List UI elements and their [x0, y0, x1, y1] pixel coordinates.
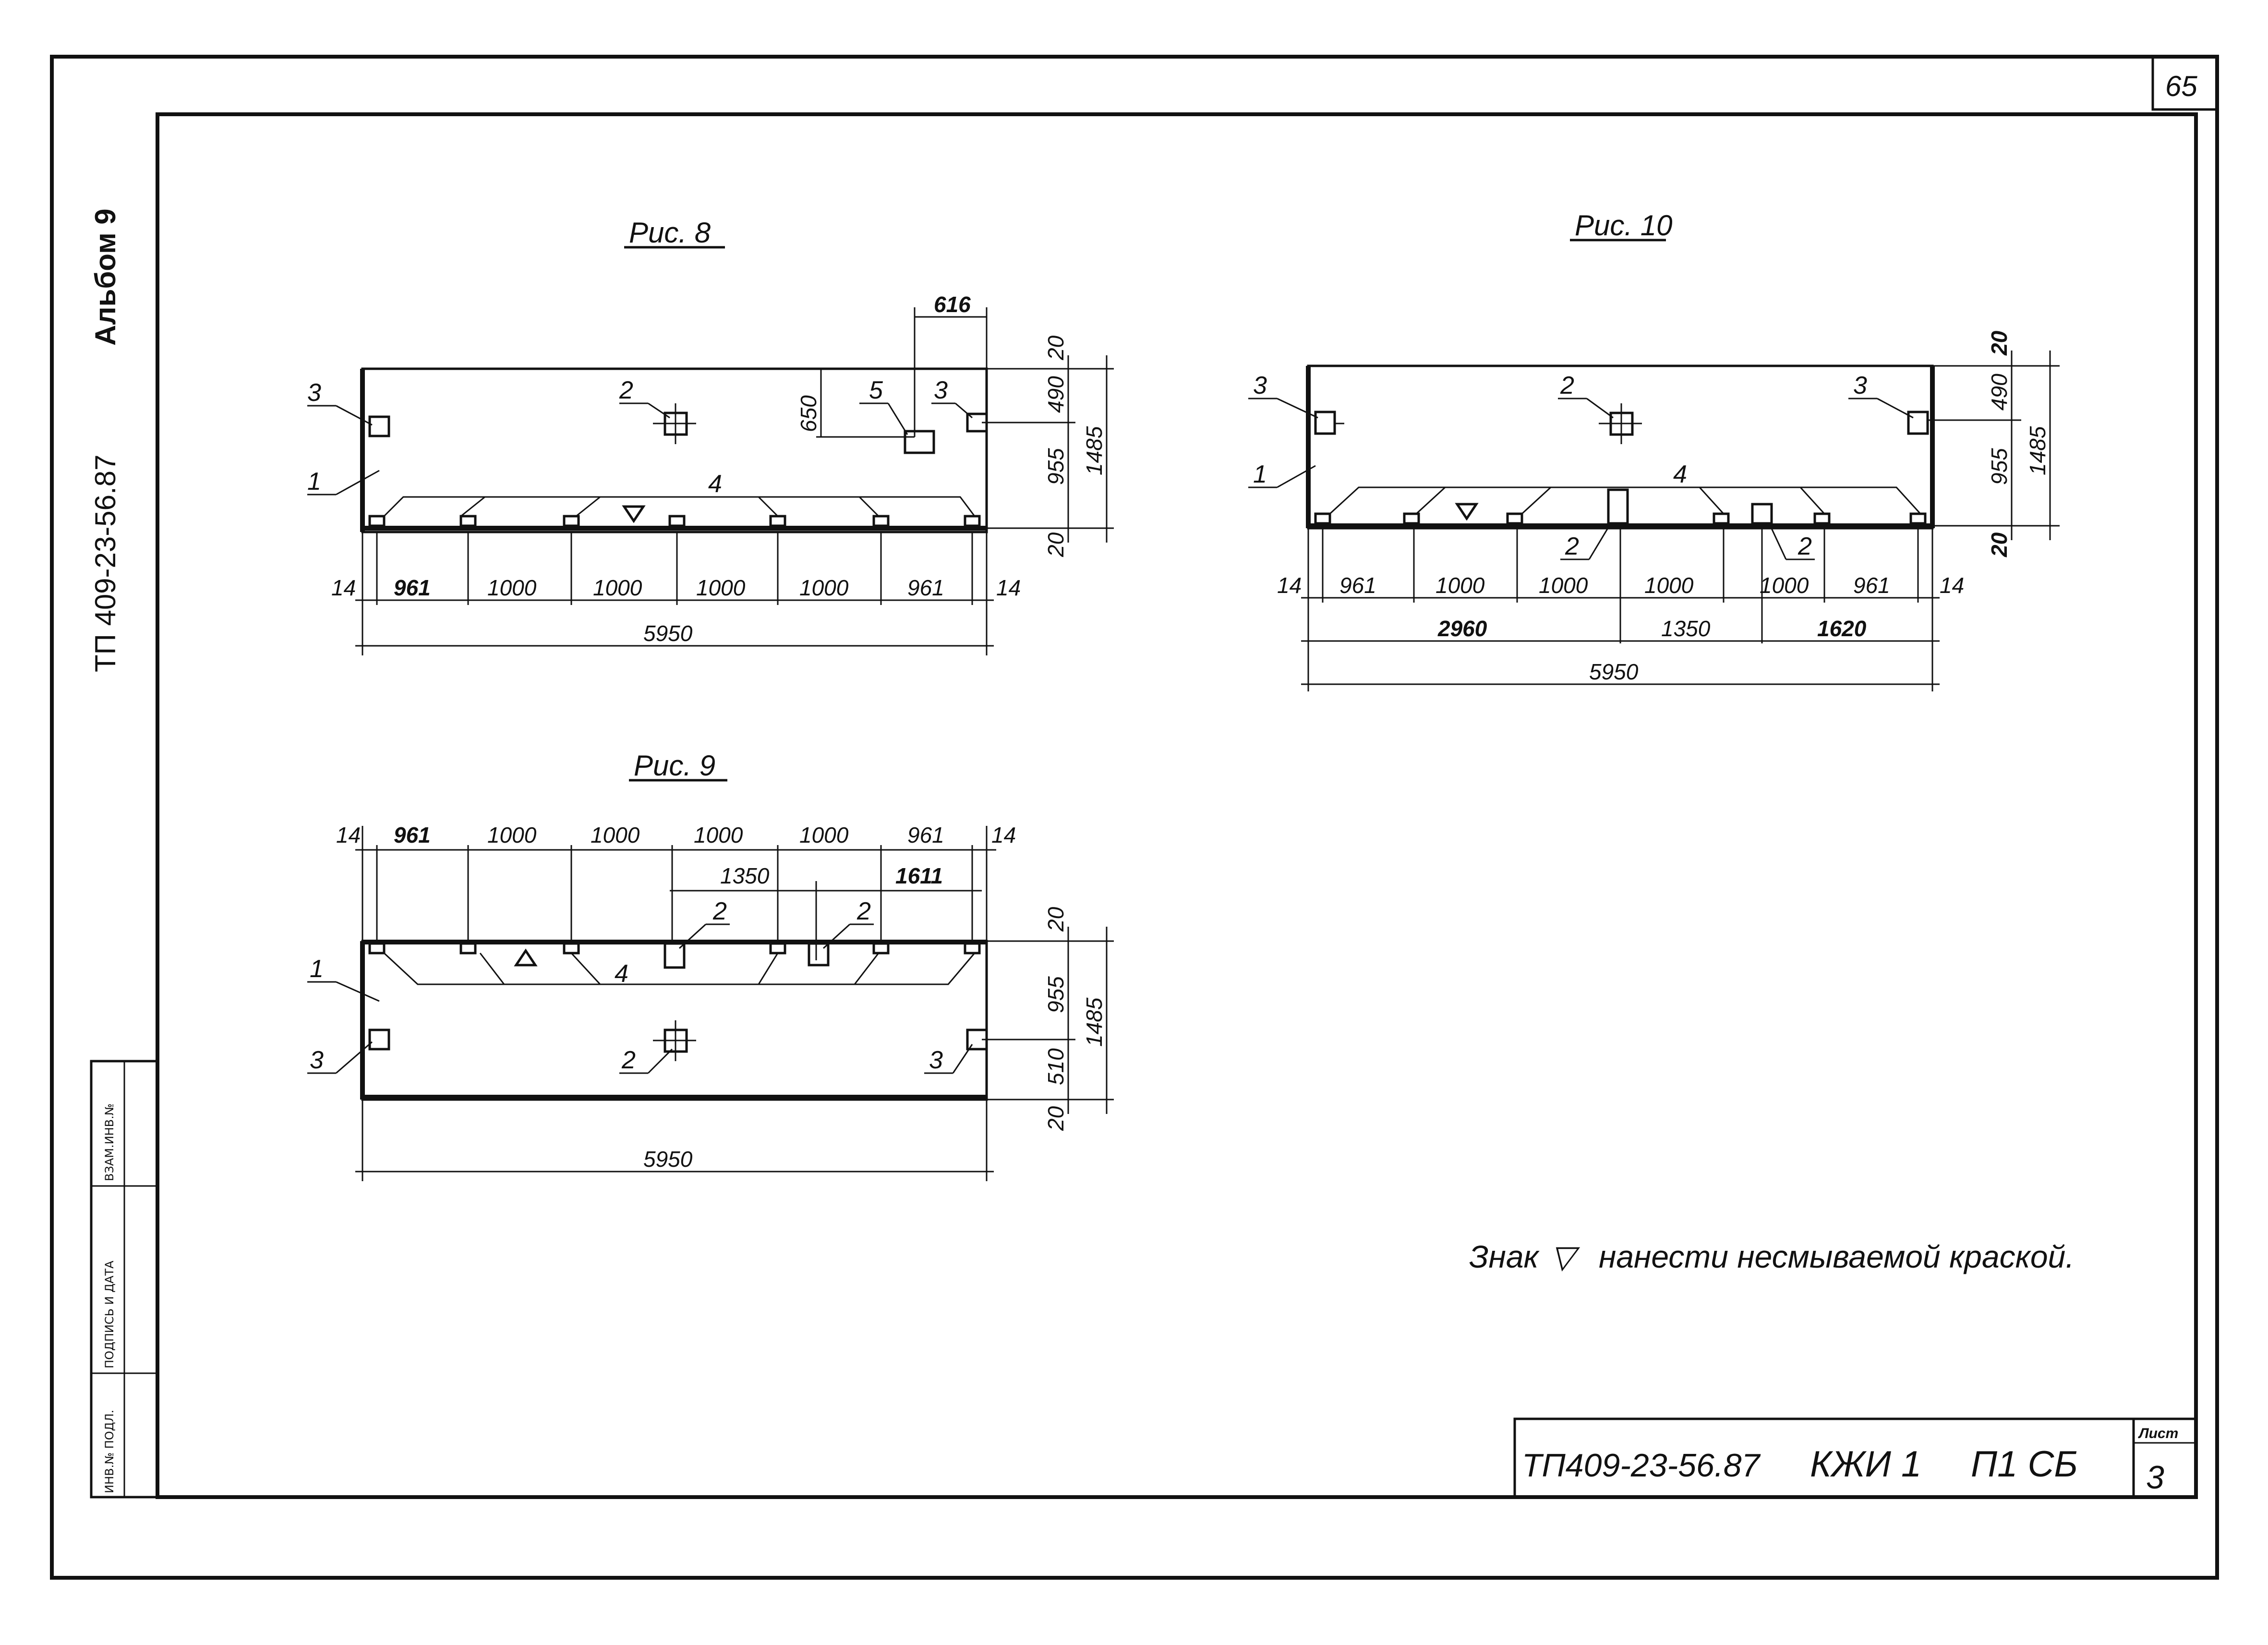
figure-10: Рис. 10 3 1 2: [1248, 209, 2060, 691]
fig9-dim-955: 955: [1043, 976, 1068, 1013]
fig8-callout-3-left: 3: [307, 379, 321, 407]
stamp-cell-vzam: ВЗАМ.ИНВ.№: [103, 1103, 116, 1181]
fig10-dim-14-left: 14: [1277, 573, 1302, 598]
fig10-dim-1000-c: 1000: [1644, 573, 1694, 598]
fig8-dim-1000-a: 1000: [487, 575, 537, 600]
side-stamp: ИНВ.№ ПОДЛ. ПОДПИСЬ И ДАТА ВЗАМ.ИНВ.№: [90, 1060, 159, 1499]
fig9-callout-2-c: 2: [621, 1046, 636, 1074]
fig9-dim-1000-a: 1000: [487, 822, 537, 847]
title-mark: КЖИ 1: [1810, 1444, 1921, 1485]
fig10-panel: [1307, 364, 1934, 530]
fig8-dim-650: 650: [796, 395, 821, 432]
sheet-no: 3: [2146, 1459, 2164, 1496]
fig8-title: Рис. 8: [629, 217, 711, 249]
album-label: Альбом 9: [89, 208, 121, 346]
fig8-dim-total: 5950: [643, 621, 693, 646]
fig10-callout-3-left: 3: [1253, 372, 1267, 399]
fig8-dim-961-left: 961: [394, 575, 431, 600]
sheet-number-box: [2151, 55, 2219, 111]
fig8-callout-4: 4: [708, 470, 722, 498]
fig10-dim-490: 490: [1987, 374, 2012, 411]
fig9-dim-961-left: 961: [394, 822, 431, 847]
fig10-dim-1000-a: 1000: [1436, 573, 1485, 598]
fig9-dim-961-right: 961: [907, 822, 944, 847]
note-prefix: Знак: [1469, 1239, 1540, 1274]
fig9-dim-1000-d: 1000: [799, 822, 849, 847]
fig10-dim-14-right: 14: [1940, 573, 1964, 598]
fig9-title: Рис. 9: [634, 750, 715, 782]
fig8-panel: [361, 367, 988, 533]
fig8-dim-1485: 1485: [1082, 426, 1107, 475]
figure-8: Рис. 8 3 1: [307, 217, 1114, 655]
fig10-dim-961-left: 961: [1339, 573, 1376, 598]
fig10-callout-2-a: 2: [1565, 532, 1579, 560]
fig10-callout-2-b: 2: [1798, 532, 1812, 560]
title-item: П1 СБ: [1971, 1444, 2078, 1485]
fig9-dim-20-bottom: 20: [1043, 1106, 1068, 1131]
fig10-callout-2-top: 2: [1560, 372, 1574, 399]
fig9-panel: [361, 940, 988, 1101]
fig8-dim-20-bottom: 20: [1043, 532, 1068, 557]
paint-note: Знак ▽ нанести несмываемой краской.: [1469, 1239, 2075, 1274]
fig10-dim-2960: 2960: [1437, 616, 1487, 641]
fig10-dim-1620: 1620: [1817, 616, 1867, 641]
fig10-callout-1: 1: [1253, 460, 1267, 488]
fig9-dim-1000-c: 1000: [694, 822, 743, 847]
fig10-dim-20-bottom: 20: [1987, 532, 2012, 557]
fig8-dim-955: 955: [1043, 448, 1068, 485]
fig10-title: Рис. 10: [1575, 209, 1672, 242]
fig10-dim-955: 955: [1987, 448, 2012, 485]
fig10-dim-1000-d: 1000: [1760, 573, 1809, 598]
fig9-dim-510: 510: [1043, 1048, 1068, 1085]
fig10-callout-4: 4: [1673, 460, 1687, 488]
sheet-number-top: 65: [2165, 70, 2197, 102]
fig8-callout-3-right: 3: [934, 376, 948, 404]
fig8-dim-616: 616: [934, 292, 971, 317]
stamp-cell-inv: ИНВ.№ ПОДЛ.: [103, 1410, 116, 1493]
fig8-dim-961-right: 961: [907, 575, 944, 600]
fig10-dim-total: 5950: [1589, 659, 1639, 684]
stamp-cell-sign: ПОДПИСЬ И ДАТА: [103, 1260, 116, 1368]
fig9-callout-3-left: 3: [310, 1046, 324, 1074]
fig9-dim-20-top: 20: [1043, 907, 1068, 932]
fig8-dim-14-right: 14: [996, 575, 1021, 600]
fig10-dim-1350: 1350: [1661, 616, 1711, 641]
inner-frame: [156, 112, 2198, 1499]
fig9-dim-1611: 1611: [895, 863, 943, 888]
fig8-dim-14-left: 14: [331, 575, 356, 600]
fig10-dim-1485: 1485: [2025, 426, 2050, 475]
figure-9: Рис. 9 14 961 1000 1000 1000 1000 961 14…: [307, 750, 1114, 1181]
fig9-dim-1485: 1485: [1082, 997, 1107, 1047]
title-code: ТП409-23-56.87: [1522, 1447, 1761, 1484]
fig8-callout-2: 2: [619, 376, 633, 404]
fig9-callout-3-right: 3: [929, 1046, 943, 1074]
title-block: ТП409-23-56.87 КЖИ 1 П1 СБ Лист 3: [1513, 1417, 2197, 1499]
fig10-dim-961-right: 961: [1853, 573, 1890, 598]
fig10-dim-20-top: 20: [1987, 330, 2012, 356]
fig9-dim-14-right: 14: [991, 822, 1016, 847]
fig10-dim-1000-b: 1000: [1539, 573, 1588, 598]
fig9-dim-total: 5950: [643, 1147, 693, 1172]
sheet-label: Лист: [2138, 1426, 2178, 1441]
fig8-dim-490: 490: [1043, 376, 1068, 413]
note-symbol: ▽: [1551, 1239, 1580, 1274]
fig9-callout-1: 1: [310, 955, 324, 983]
note-text: нанести несмываемой краской.: [1599, 1239, 2075, 1274]
fig8-callout-5: 5: [869, 376, 883, 404]
fig9-callout-4: 4: [615, 960, 628, 988]
fig8-dim-1000-d: 1000: [799, 575, 849, 600]
fig9-dim-1350: 1350: [720, 863, 770, 888]
fig8-callout-1: 1: [307, 468, 321, 496]
doc-code-vertical: ТП 409-23-56.87: [89, 455, 121, 672]
fig9-dim-14-left: 14: [336, 822, 361, 847]
fig10-callout-3-right: 3: [1853, 372, 1867, 399]
fig9-dim-1000-b: 1000: [591, 822, 640, 847]
fig8-dim-20-top: 20: [1043, 335, 1068, 361]
outer-frame: [50, 55, 2219, 1580]
fig8-dim-1000-c: 1000: [696, 575, 746, 600]
fig9-callout-2-a: 2: [712, 897, 727, 925]
fig8-dim-1000-b: 1000: [593, 575, 642, 600]
fig9-callout-2-b: 2: [857, 897, 871, 925]
